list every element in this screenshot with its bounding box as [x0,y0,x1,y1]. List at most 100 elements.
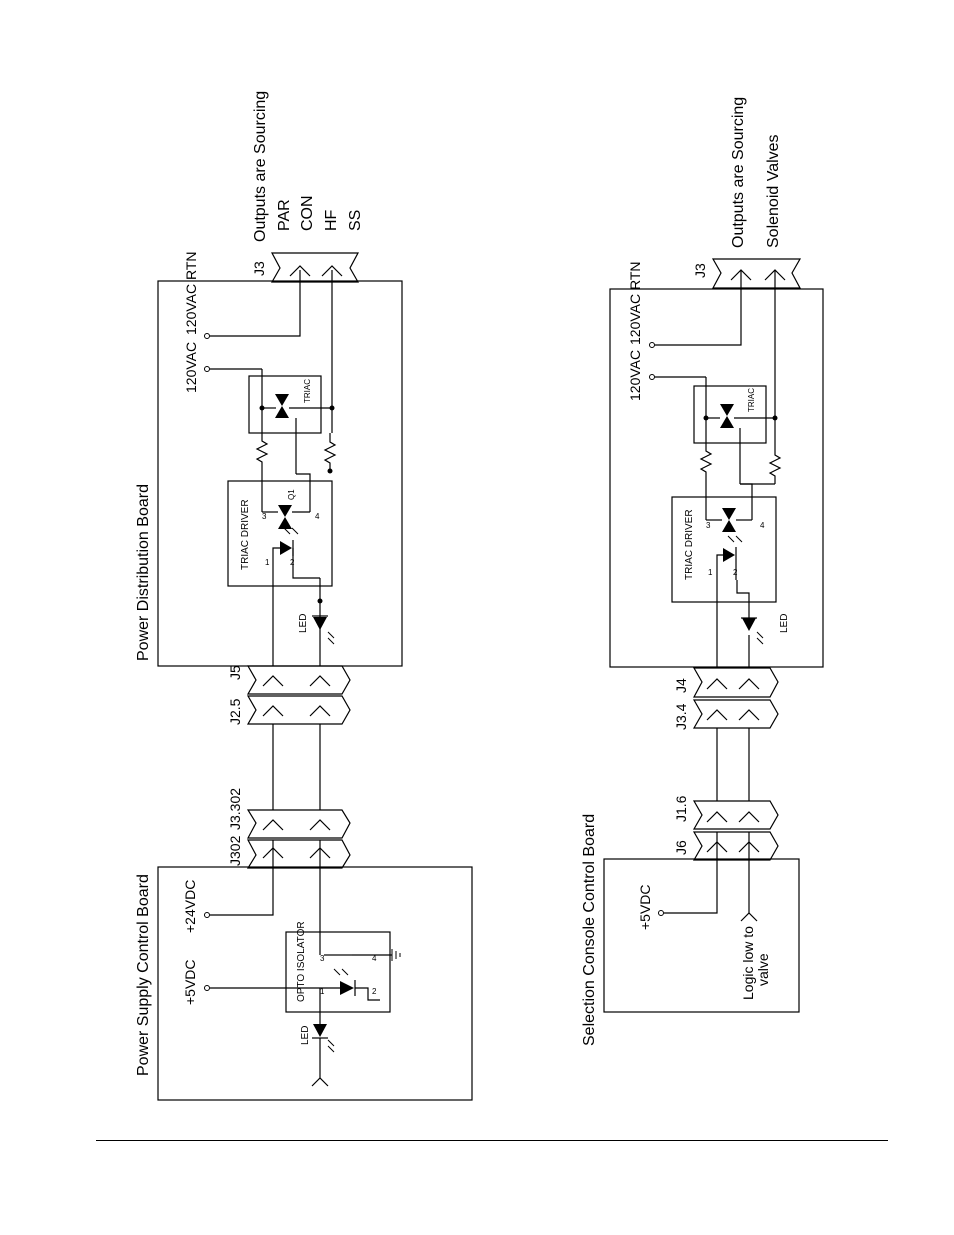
connector-j6-label: J6 [673,840,689,855]
bottom-resistor-1-icon [699,443,713,481]
bottom-triac-driver-label: TRIAC DRIVER [684,509,695,580]
bottom-vac-rtn-wire [655,270,742,346]
connector-j5 [246,665,351,695]
bottom-connector-j3-pins [730,269,786,281]
bottom-vac-terminal [649,374,655,380]
logic-line2: valve [755,953,771,986]
bottom-v5-label: +5VDC [637,884,653,930]
triac-label: TRIAC [303,379,312,403]
vac-rtn-terminal [204,333,210,339]
connector-j302-label: J302 [227,835,243,866]
bottom-connector-j3-label: J3 [692,263,708,278]
bottom-driver-pin1: 1 [708,568,713,577]
output-con: CON [299,195,316,231]
opto-pin1: 1 [320,987,325,996]
bottom-v5-wire [664,832,718,914]
connector-j3302 [246,809,351,839]
connector-j25-label: J2.5 [227,698,243,725]
resistor-2-icon [323,433,337,470]
opto-diode-icon [340,981,354,995]
power-supply-board [157,866,473,1101]
v24-terminal [204,912,210,918]
output-ss: SS [347,210,364,231]
power-distribution-board-label: Power Distribution Board [135,484,152,661]
v5-terminal [204,985,210,991]
bottom-resistor-2-icon [768,443,782,484]
led-left-icon [313,1024,327,1037]
bottom-triac-driver-box [671,496,777,603]
connector-j3-top-pins [289,265,343,277]
vac-terminal [204,366,210,372]
connector-j25 [246,695,351,725]
opto-pin3: 3 [320,954,325,963]
connector-j4-label: J4 [673,678,689,693]
top-circuit: Power Supply Control Board +5VDC +24VDC … [135,91,473,1101]
connector-j4 [692,667,779,698]
opto-light-arrows [333,968,349,976]
driver-diac-icon [278,505,292,517]
bottom-vac-label: 120VAC [627,350,643,401]
power-distribution-board [157,280,403,667]
driver-pin1: 1 [265,558,270,567]
v5-label: +5VDC [182,959,198,1005]
bottom-triac-icon [720,404,734,416]
selection-console-board-label: Selection Console Control Board [581,814,598,1046]
logic-valve-arrow [740,912,758,922]
bottom-circuit: Selection Console Control Board +5VDC Lo… [581,97,824,1046]
opto-isolator-box [285,931,391,1013]
triac-icon [275,394,289,406]
vac-label: 120VAC [183,342,199,393]
bottom-vac-rtn-terminal [649,342,655,348]
connector-j16 [692,800,779,830]
connector-j3-label: J3 [251,261,267,276]
output-hf: HF [323,209,340,231]
connector-j3302-label: J3.302 [227,788,243,830]
vac-rtn-wire [210,270,301,337]
bottom-driver-led-icon [723,548,735,562]
led-left-ground-arrow [311,1077,329,1087]
output-par: PAR [276,199,293,231]
bottom-connector-j3 [711,258,802,289]
bottom-led-icon [742,618,756,631]
q1-label: Q1 [287,489,296,500]
connector-j34 [692,699,779,729]
led-left-label: LED [300,1026,311,1045]
bottom-driver-pin3: 3 [706,521,711,530]
selection-console-board [603,858,800,1013]
driver-pin3: 3 [262,512,267,521]
led-right-label: LED [298,614,309,633]
opto-isolator-label: OPTO ISOLATOR [296,921,307,1002]
bottom-driver-pin4: 4 [760,521,765,530]
connector-j302-pins [262,819,331,859]
connector-j4-pins [706,678,760,721]
driver-pin4: 4 [315,512,320,521]
opto-pin2: 2 [372,987,377,996]
bottom-outputs-target: Solenoid Valves [765,134,782,248]
connector-j34-label: J3.4 [673,703,689,730]
bottom-driver-diac-icon [722,508,736,520]
triac-driver-label: TRIAC DRIVER [240,499,251,570]
connector-j302 [246,839,351,869]
resistor-1-icon [255,433,269,471]
driver-led-icon [280,541,292,555]
power-supply-board-label: Power Supply Control Board [135,874,152,1076]
v24-wire [210,840,274,916]
bottom-vac-rtn-label: 120VAC RTN [627,261,643,345]
connector-j6-pins [706,811,760,853]
triac-driver-box [227,480,333,587]
bottom-outputs-note: Outputs are Sourcing [730,97,747,248]
bottom-triac-label: TRIAC [747,388,756,412]
connector-j6 [692,831,779,861]
logic-line1: Logic low to [740,926,756,1000]
outputs-note: Outputs are Sourcing [252,91,269,242]
bottom-triac-box [693,385,767,444]
connector-j3-top [270,252,360,283]
opto-pin4: 4 [372,954,377,963]
connector-j5-label: J5 [227,665,243,680]
led-right-icon [313,617,327,630]
bottom-led-label: LED [779,614,790,633]
v24-label: +24VDC [182,880,198,933]
connector-j16-label: J1.6 [673,795,689,822]
connector-j5-pins [262,675,331,717]
